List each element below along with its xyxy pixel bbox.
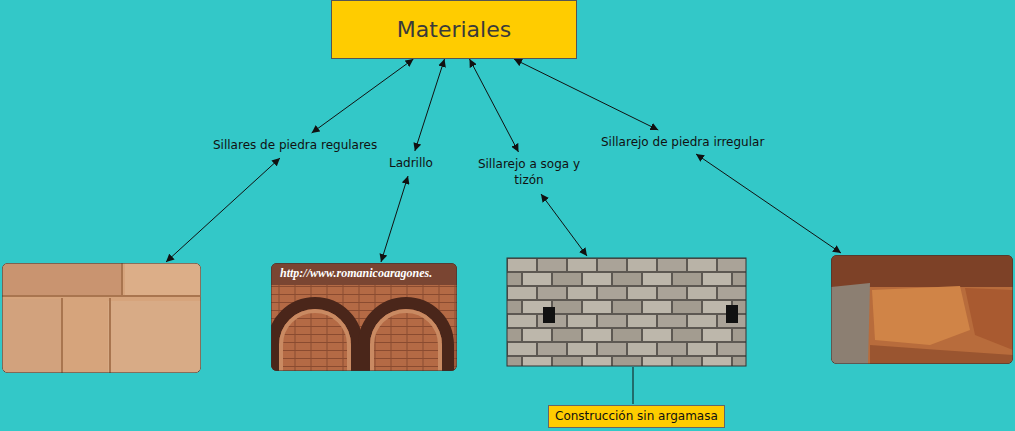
photo-frame: [831, 255, 1013, 364]
node-text: Ladrillo: [389, 155, 433, 171]
node-text: Materiales: [397, 17, 511, 42]
leader-arrow: [166, 158, 280, 262]
node-text: Sillarejo a soga y tizón: [477, 156, 581, 188]
leader-arrow: [381, 176, 408, 262]
watermark: http://www.romanicoaragones.: [280, 266, 432, 281]
node-text: Sillares de piedra regulares: [213, 137, 377, 153]
stone-wall-photo: [507, 258, 746, 366]
brick-wall: [271, 263, 457, 371]
node-text: Sillarejo de piedra irregular: [601, 134, 764, 150]
rubble-stone: [870, 345, 1013, 364]
connector-arrow: [415, 59, 445, 151]
leader-line: [633, 367, 634, 404]
leader-arrow: [541, 194, 587, 256]
joint-line: [2, 263, 200, 373]
brick-photo: [271, 263, 457, 371]
node-text: Construcción sin argamasa: [555, 409, 718, 424]
leader-arrow: [696, 154, 841, 253]
brick-arch: [372, 311, 440, 371]
connector-arrow: [514, 59, 658, 130]
note-box: Construcción sin argamasa: [548, 405, 725, 428]
connector-arrow: [470, 59, 519, 152]
brick-arch: [281, 311, 349, 371]
stone-wall: [507, 258, 746, 366]
ashlar-photo: [2, 263, 201, 373]
putlog-hole: [543, 307, 555, 323]
photo-ground: [2, 263, 201, 373]
title-box: Materiales: [331, 0, 577, 59]
rubble-stone: [872, 286, 970, 345]
brick-arch: [364, 303, 448, 371]
connector-arrow: [312, 59, 414, 133]
rubble-photo: [831, 255, 1013, 364]
photo-band: [271, 263, 457, 285]
rubble-stone: [965, 288, 1013, 350]
ashlar-block: [2, 263, 122, 295]
brick-arch: [273, 303, 357, 371]
material-label: Sillarejo de piedra irregular: [601, 134, 764, 150]
material-label: Sillarejo a soga y tizón: [477, 156, 581, 188]
ashlar-block: [125, 263, 201, 297]
photo-ground: [831, 255, 1013, 364]
photo-frame: [271, 263, 457, 371]
rubble-stone: [831, 283, 870, 364]
ashlar-block: [108, 301, 201, 373]
material-label: Ladrillo: [389, 155, 433, 171]
rubble-band: [831, 255, 1013, 287]
material-label: Sillares de piedra regulares: [213, 137, 377, 153]
photo-frame: [2, 263, 201, 373]
putlog-hole: [726, 305, 738, 323]
ashlar-block: [2, 299, 62, 373]
